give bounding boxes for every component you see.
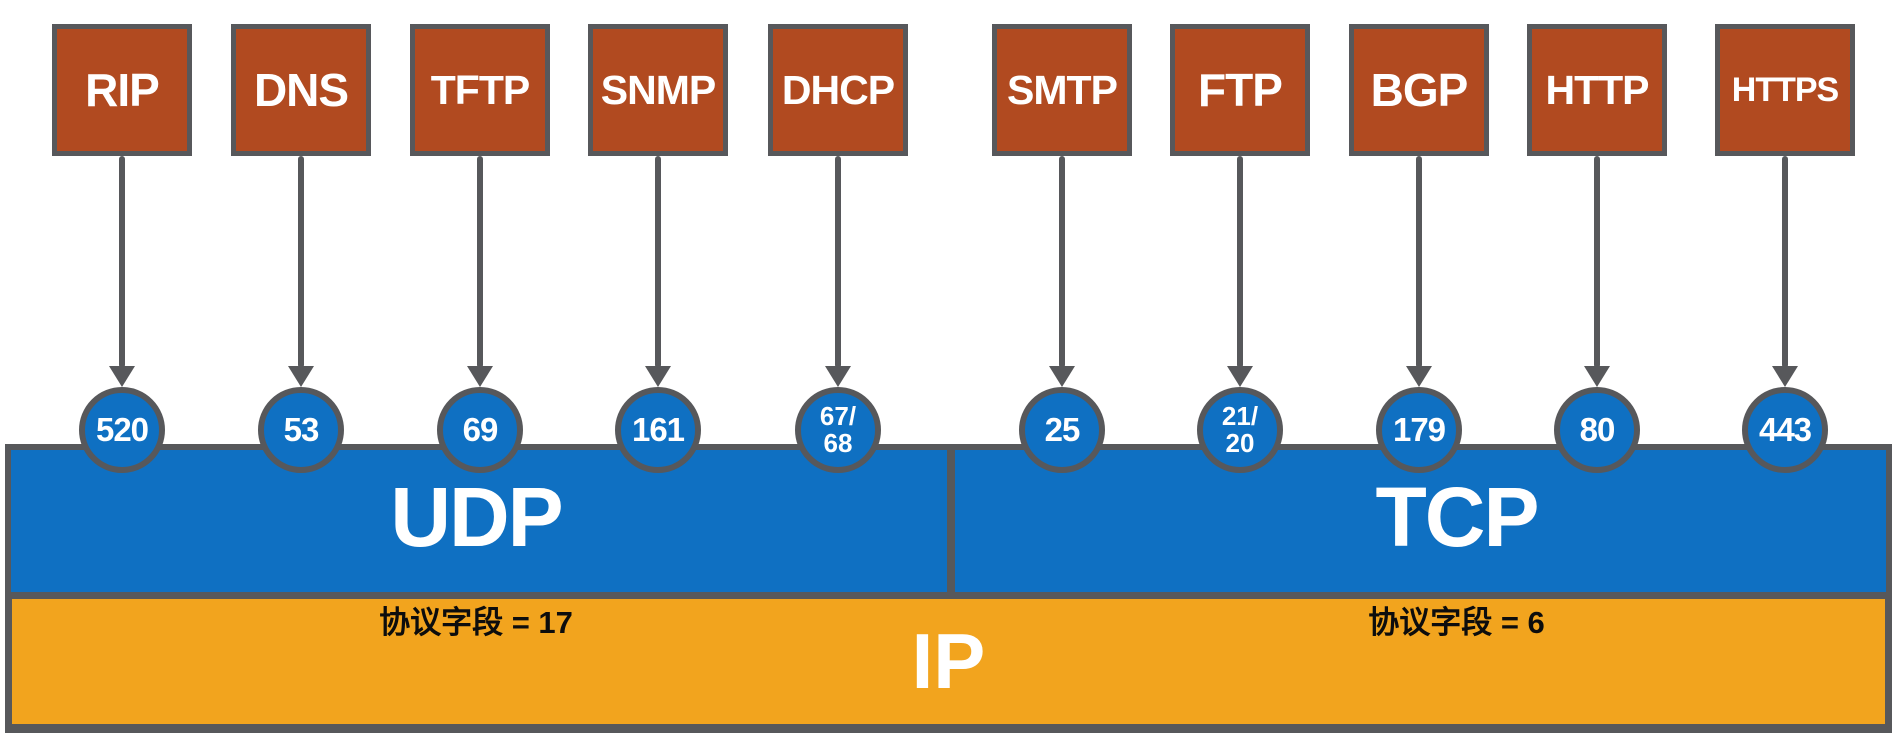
port-number-line2: 68 xyxy=(823,428,853,458)
column-bgp: BGP 179 xyxy=(1349,24,1489,504)
port-circle-dns: 53 xyxy=(258,387,344,473)
protocol-label: HTTPS xyxy=(1731,70,1839,109)
arrow-down-icon xyxy=(645,366,671,387)
arrow-stem xyxy=(298,156,304,368)
port-circle-smtp: 25 xyxy=(1019,387,1105,473)
port-circle-bgp: 179 xyxy=(1376,387,1462,473)
arrow-down-icon xyxy=(1227,366,1253,387)
protocol-box-rip: RIP xyxy=(52,24,192,156)
port-number: 161 xyxy=(631,411,685,448)
port-circle-https: 443 xyxy=(1742,387,1828,473)
protocol-label: SMTP xyxy=(1007,66,1118,113)
column-https: HTTPS 443 xyxy=(1715,24,1855,504)
column-dns: DNS 53 xyxy=(231,24,371,504)
protocol-box-bgp: BGP xyxy=(1349,24,1489,156)
arrow-down-icon xyxy=(1049,366,1075,387)
protocol-label: FTP xyxy=(1198,64,1283,116)
port-number: 69 xyxy=(462,411,499,448)
port-number: 67/ xyxy=(819,401,857,431)
arrow-stem xyxy=(655,156,661,368)
protocol-label: TFTP xyxy=(430,66,530,113)
protocol-label: HTTP xyxy=(1545,66,1649,113)
arrow-stem xyxy=(1416,156,1422,368)
arrow-down-icon xyxy=(1406,366,1432,387)
arrow-stem xyxy=(119,156,125,368)
protocol-box-https: HTTPS xyxy=(1715,24,1855,156)
arrow-stem xyxy=(477,156,483,368)
port-circle-rip: 520 xyxy=(79,387,165,473)
column-rip: RIP 520 xyxy=(52,24,192,504)
ip-layer-bar xyxy=(5,592,1892,733)
arrow-down-icon xyxy=(825,366,851,387)
column-snmp: SNMP 161 xyxy=(588,24,728,504)
protocol-label: RIP xyxy=(85,64,160,116)
arrow-stem xyxy=(1782,156,1788,368)
udp-tcp-divider xyxy=(947,450,955,592)
column-smtp: SMTP 25 xyxy=(992,24,1132,504)
arrow-down-icon xyxy=(467,366,493,387)
arrow-stem xyxy=(1237,156,1243,368)
protocol-label: SNMP xyxy=(600,66,716,113)
arrow-stem xyxy=(1594,156,1600,368)
port-number: 179 xyxy=(1392,411,1446,448)
port-circle-ftp: 21/20 xyxy=(1197,387,1283,473)
arrow-down-icon xyxy=(109,366,135,387)
port-number: 80 xyxy=(1579,411,1616,448)
protocol-label: DHCP xyxy=(781,66,895,113)
port-circle-snmp: 161 xyxy=(615,387,701,473)
protocol-label: DNS xyxy=(253,64,349,116)
column-ftp: FTP 21/20 xyxy=(1170,24,1310,504)
port-number: 53 xyxy=(283,411,320,448)
arrow-down-icon xyxy=(288,366,314,387)
protocol-box-dhcp: DHCP xyxy=(768,24,908,156)
column-dhcp: DHCP 67/68 xyxy=(768,24,908,504)
column-http: HTTP 80 xyxy=(1527,24,1667,504)
protocol-box-ftp: FTP xyxy=(1170,24,1310,156)
port-number-line2: 20 xyxy=(1225,428,1255,458)
protocol-box-dns: DNS xyxy=(231,24,371,156)
arrow-down-icon xyxy=(1584,366,1610,387)
port-circle-http: 80 xyxy=(1554,387,1640,473)
arrow-stem xyxy=(835,156,841,368)
port-number: 25 xyxy=(1044,411,1081,448)
protocol-label: BGP xyxy=(1370,64,1469,116)
port-circle-dhcp: 67/68 xyxy=(795,387,881,473)
port-number: 21/ xyxy=(1221,401,1259,431)
arrow-down-icon xyxy=(1772,366,1798,387)
protocol-box-smtp: SMTP xyxy=(992,24,1132,156)
protocol-box-tftp: TFTP xyxy=(410,24,550,156)
port-number: 520 xyxy=(95,411,149,448)
protocol-box-http: HTTP xyxy=(1527,24,1667,156)
column-tftp: TFTP 69 xyxy=(410,24,550,504)
arrow-stem xyxy=(1059,156,1065,368)
port-number: 443 xyxy=(1758,411,1812,448)
protocol-box-snmp: SNMP xyxy=(588,24,728,156)
port-circle-tftp: 69 xyxy=(437,387,523,473)
